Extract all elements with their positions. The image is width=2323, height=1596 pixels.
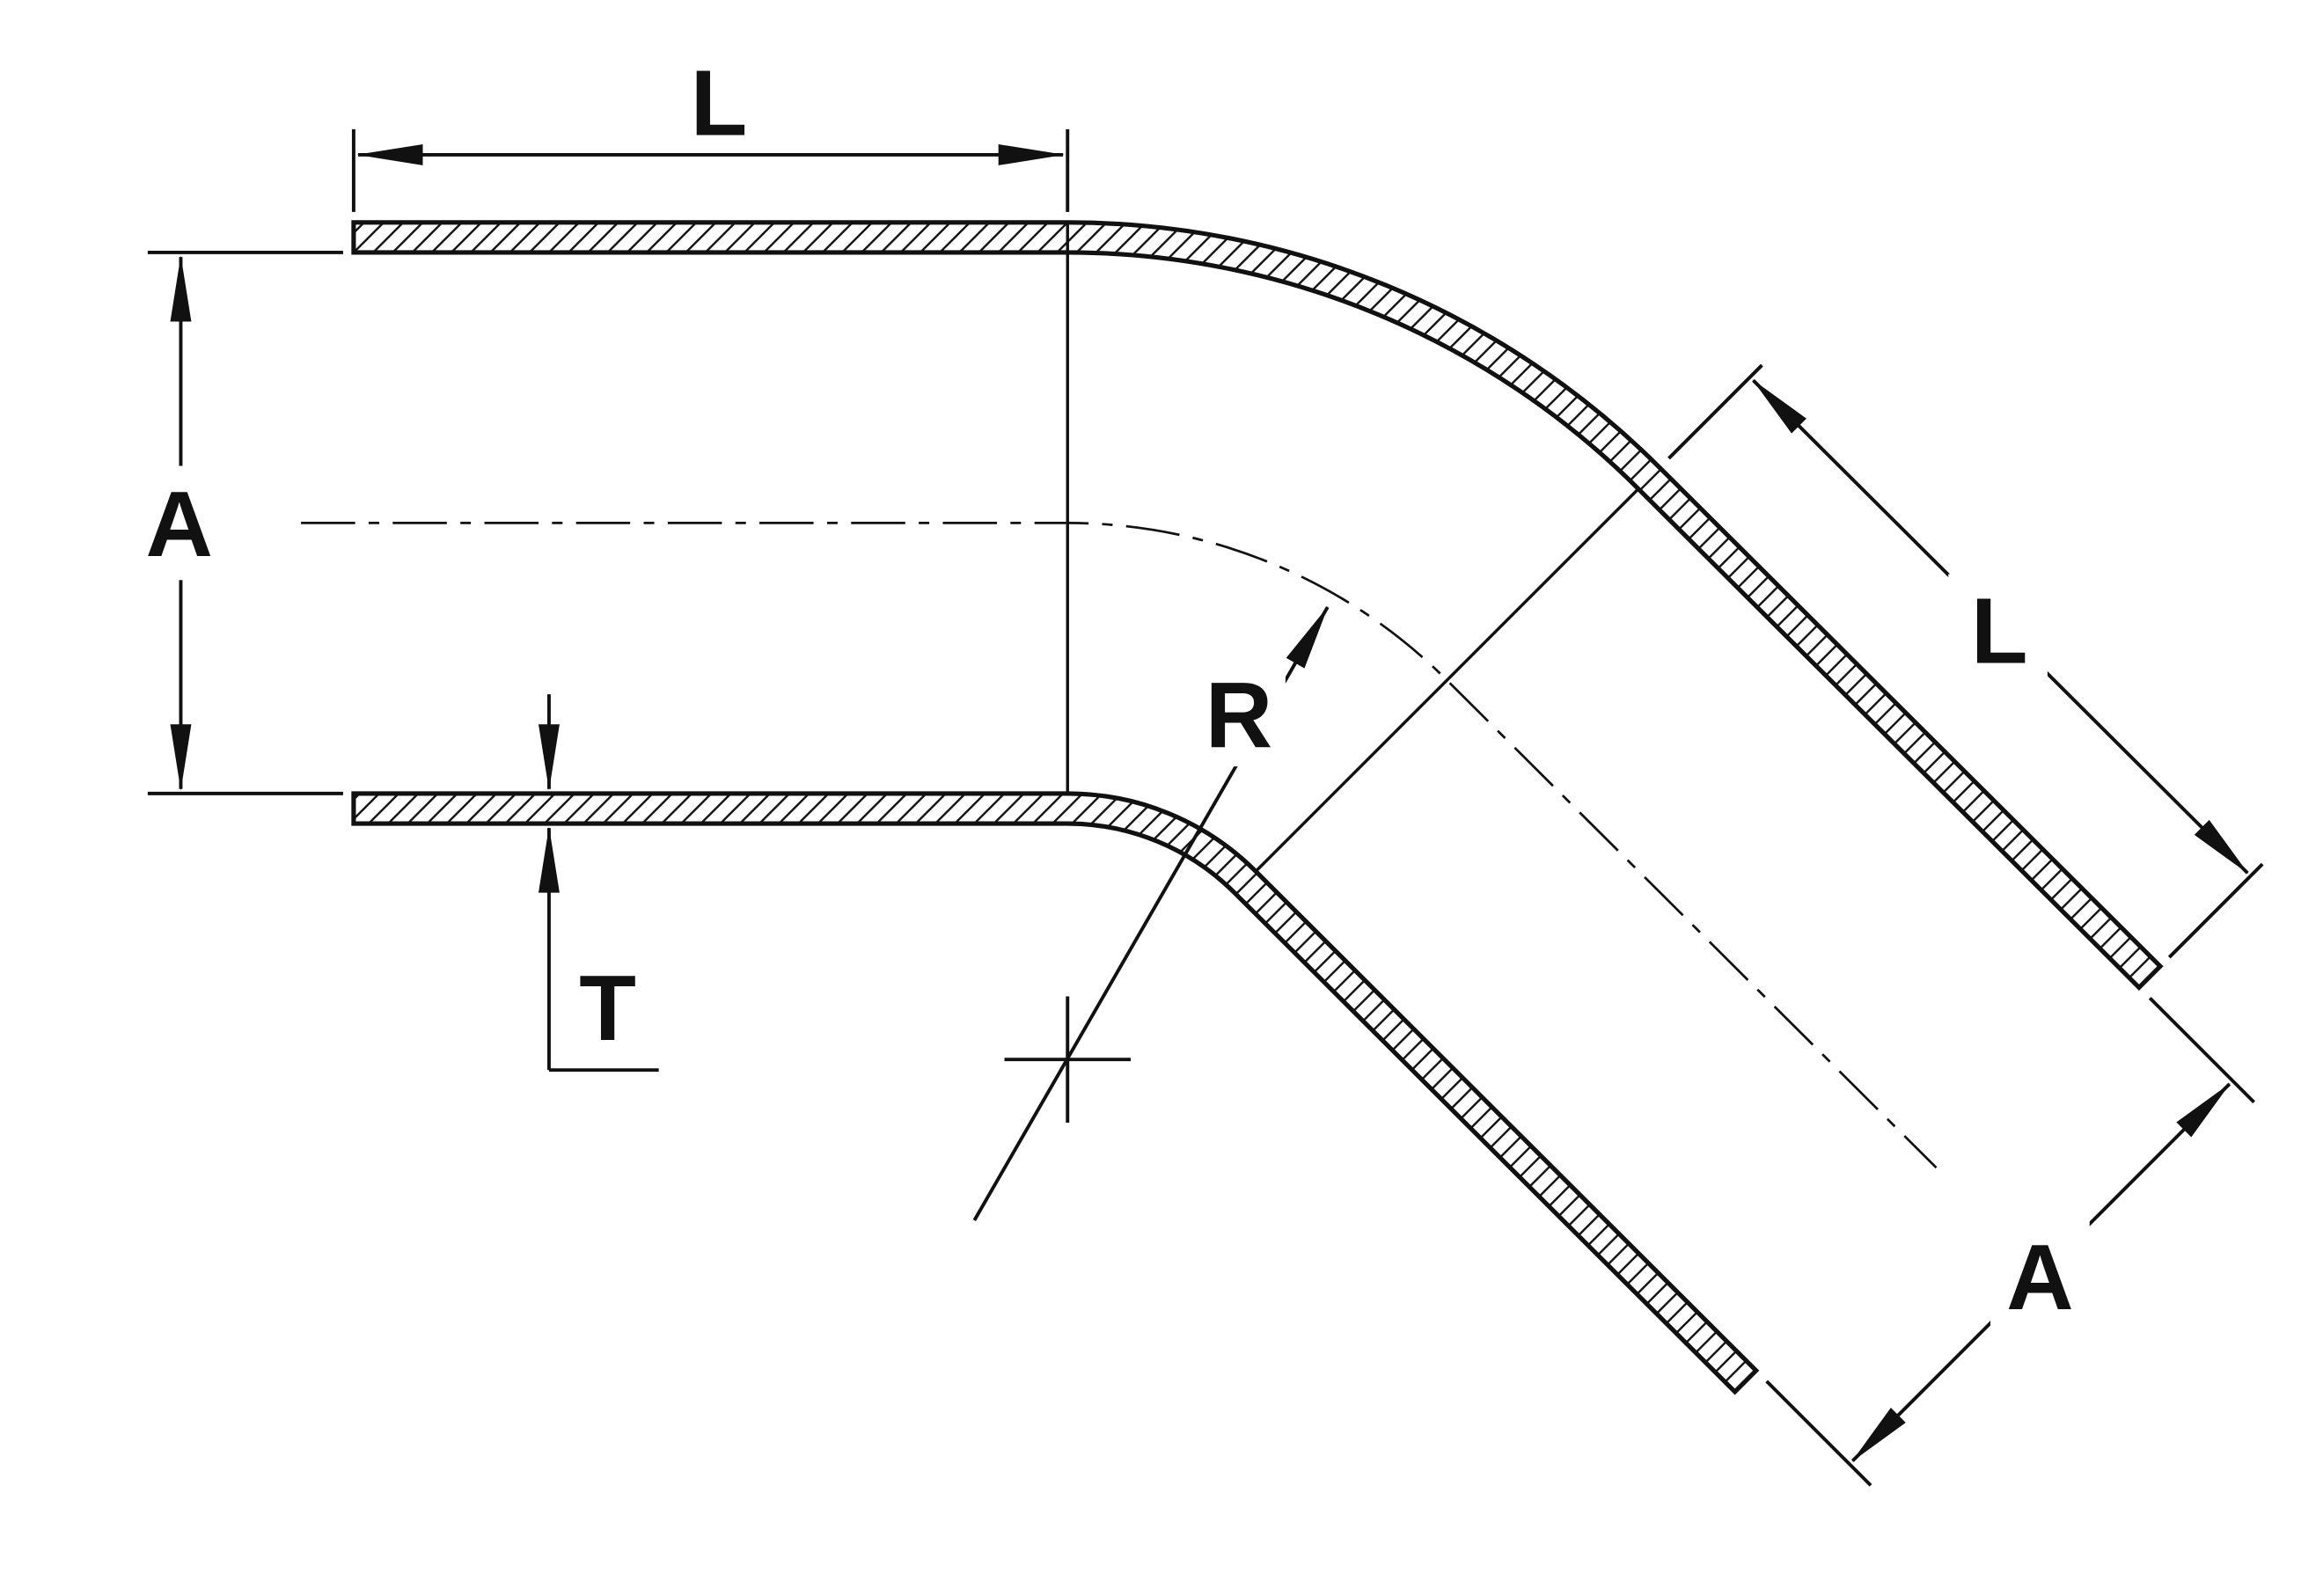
bend-tangent-lines bbox=[1066, 222, 1640, 873]
dim-length-outlet: L bbox=[1667, 363, 2264, 959]
label-length-inlet: L bbox=[691, 52, 748, 156]
centerline bbox=[301, 522, 1938, 1169]
pipe-inner-wall bbox=[351, 791, 1760, 1395]
dim-wall-thickness: T bbox=[538, 694, 659, 1073]
dim-diameter-inlet: A bbox=[129, 250, 343, 795]
dim-bend-radius: R bbox=[972, 605, 1330, 1221]
bend-center-cross bbox=[1004, 996, 1131, 1123]
label-diameter-inlet: A bbox=[146, 472, 213, 576]
dim-length-inlet: L bbox=[351, 52, 1070, 212]
label-length-outlet: L bbox=[1971, 579, 2028, 683]
pipe-outer-wall bbox=[351, 220, 2164, 992]
label-diameter-outlet: A bbox=[2006, 1226, 2073, 1329]
label-wall-thickness: T bbox=[579, 956, 636, 1060]
pipe-body bbox=[301, 220, 2164, 1395]
dim-diameter-outlet: A bbox=[1765, 996, 2256, 1487]
label-bend-radius: R bbox=[1205, 663, 1272, 767]
